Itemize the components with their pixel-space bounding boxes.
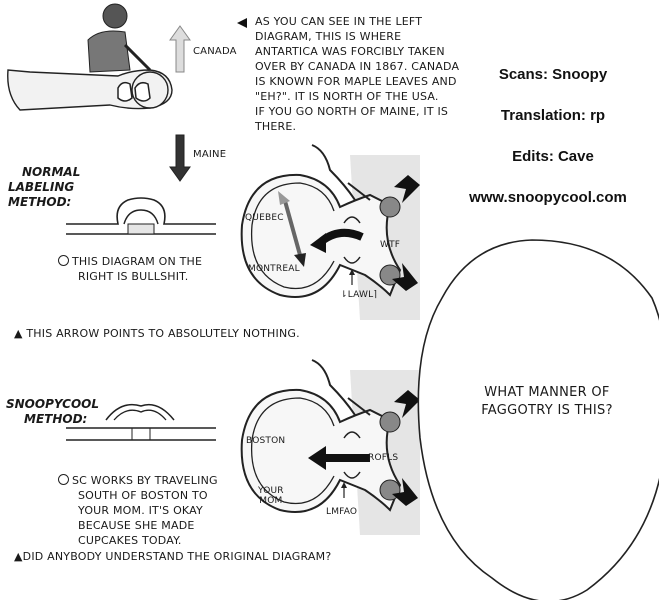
- credit-translation: Translation: rp: [500, 107, 606, 124]
- section2-footnote: ▲DID ANYBODY UNDERSTAND THE ORIGINAL DIA…: [14, 550, 332, 563]
- credit-site[interactable]: www.snoopycool.com: [469, 189, 627, 206]
- top-note: AS YOU CAN SEE IN THE LEFT DIAGRAM, THIS…: [255, 15, 460, 133]
- circle-bullet-icon: [58, 255, 69, 266]
- credit-scans: Scans: Snoopy: [498, 66, 608, 83]
- section2-heading: SNOOPYCOOL METHOD:: [6, 397, 99, 426]
- section2-label-arrow: ROFLS: [368, 453, 399, 463]
- section2-main-diagram: [240, 359, 420, 535]
- section1-label-bottom-arrow: ⇂LAWL⌉: [340, 290, 378, 300]
- section2-label-top: BOSTON: [246, 436, 286, 446]
- arrow-up-label: CANADA: [193, 46, 237, 57]
- section1-label-bottom: MONTREAL: [248, 264, 300, 274]
- section1-footnote: ▲ THIS ARROW POINTS TO ABSOLUTELY NOTHIN…: [14, 327, 300, 340]
- section2-label-bottom-arrow: LMFAO: [326, 507, 358, 517]
- section2-mini-diagram: [66, 403, 216, 441]
- section1-heading: NORMAL LABELING METHOD:: [8, 165, 81, 209]
- triangle-bullet-icon: ▲: [14, 327, 27, 340]
- patient-illustration: [7, 3, 173, 111]
- section1-note: THIS DIAGRAM ON THE RIGHT IS BULLSHIT.: [58, 254, 238, 284]
- arrow-down-label: MAINE: [193, 149, 227, 160]
- section1-main-diagram: [240, 144, 420, 320]
- triangle-bullet-icon: ▲: [14, 550, 23, 563]
- pointer-left-icon: [237, 18, 247, 28]
- section1-label-arrow: WTF: [380, 240, 401, 250]
- circle-bullet-icon: [58, 474, 69, 485]
- section2-note: SC WORKS BY TRAVELING SOUTH OF BOSTON TO…: [58, 473, 238, 548]
- section1-label-top: QUEBEC: [245, 213, 284, 223]
- bubble-text: WHAT MANNER OF FAGGOTRY IS THIS?: [481, 385, 613, 418]
- arrow-down-icon: [169, 134, 191, 182]
- arrow-up-icon: [169, 25, 191, 73]
- credit-edits: Edits: Cave: [512, 148, 594, 165]
- speech-bubble: [417, 239, 659, 600]
- section2-label-bottom: YOUR MOM: [258, 486, 284, 506]
- section1-mini-diagram: [66, 197, 216, 235]
